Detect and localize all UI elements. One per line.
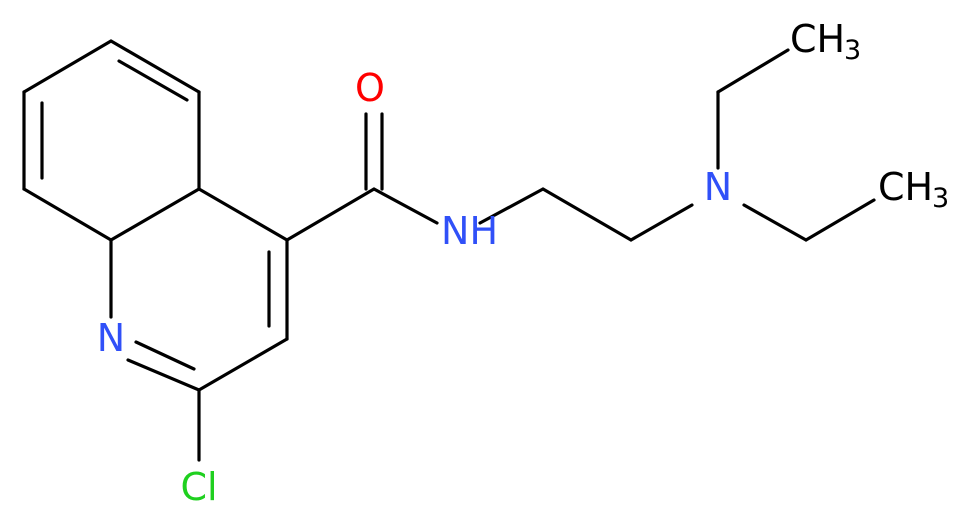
methyl-bottom-subscript: 3: [932, 183, 949, 214]
bond: [126, 358, 201, 392]
bond: [109, 39, 201, 94]
bonds: [22, 39, 876, 462]
atom-chlorine: Cl: [180, 465, 217, 509]
atom-amide-nitrogen: NH: [441, 209, 498, 253]
bond: [22, 187, 113, 242]
bond: [742, 203, 808, 242]
methyl-top-label: CH: [790, 17, 845, 61]
amide-h-symbol: H: [469, 209, 498, 253]
bond: [629, 203, 694, 242]
atom-labels: O NH N N Cl CH 3 CH 3: [97, 17, 949, 509]
bond: [197, 187, 289, 242]
bond: [716, 48, 790, 94]
bond: [134, 340, 196, 371]
methyl-top-subscript: 3: [844, 35, 861, 66]
amide-n-symbol: N: [441, 209, 469, 253]
bond: [372, 187, 439, 225]
bond: [478, 187, 545, 225]
atom-ring-nitrogen: N: [97, 316, 125, 360]
atom-amine-nitrogen: N: [704, 165, 732, 209]
atom-oxygen: O: [355, 66, 385, 110]
bond: [804, 198, 876, 242]
bond: [541, 187, 633, 242]
bond: [22, 39, 113, 94]
bond: [117, 59, 189, 102]
bond: [285, 187, 376, 242]
bond: [109, 187, 201, 242]
methyl-top-group: CH 3: [790, 17, 861, 66]
methyl-bottom-label: CH: [878, 165, 933, 209]
methyl-bottom-group: CH 3: [878, 165, 949, 214]
bond: [197, 337, 289, 392]
